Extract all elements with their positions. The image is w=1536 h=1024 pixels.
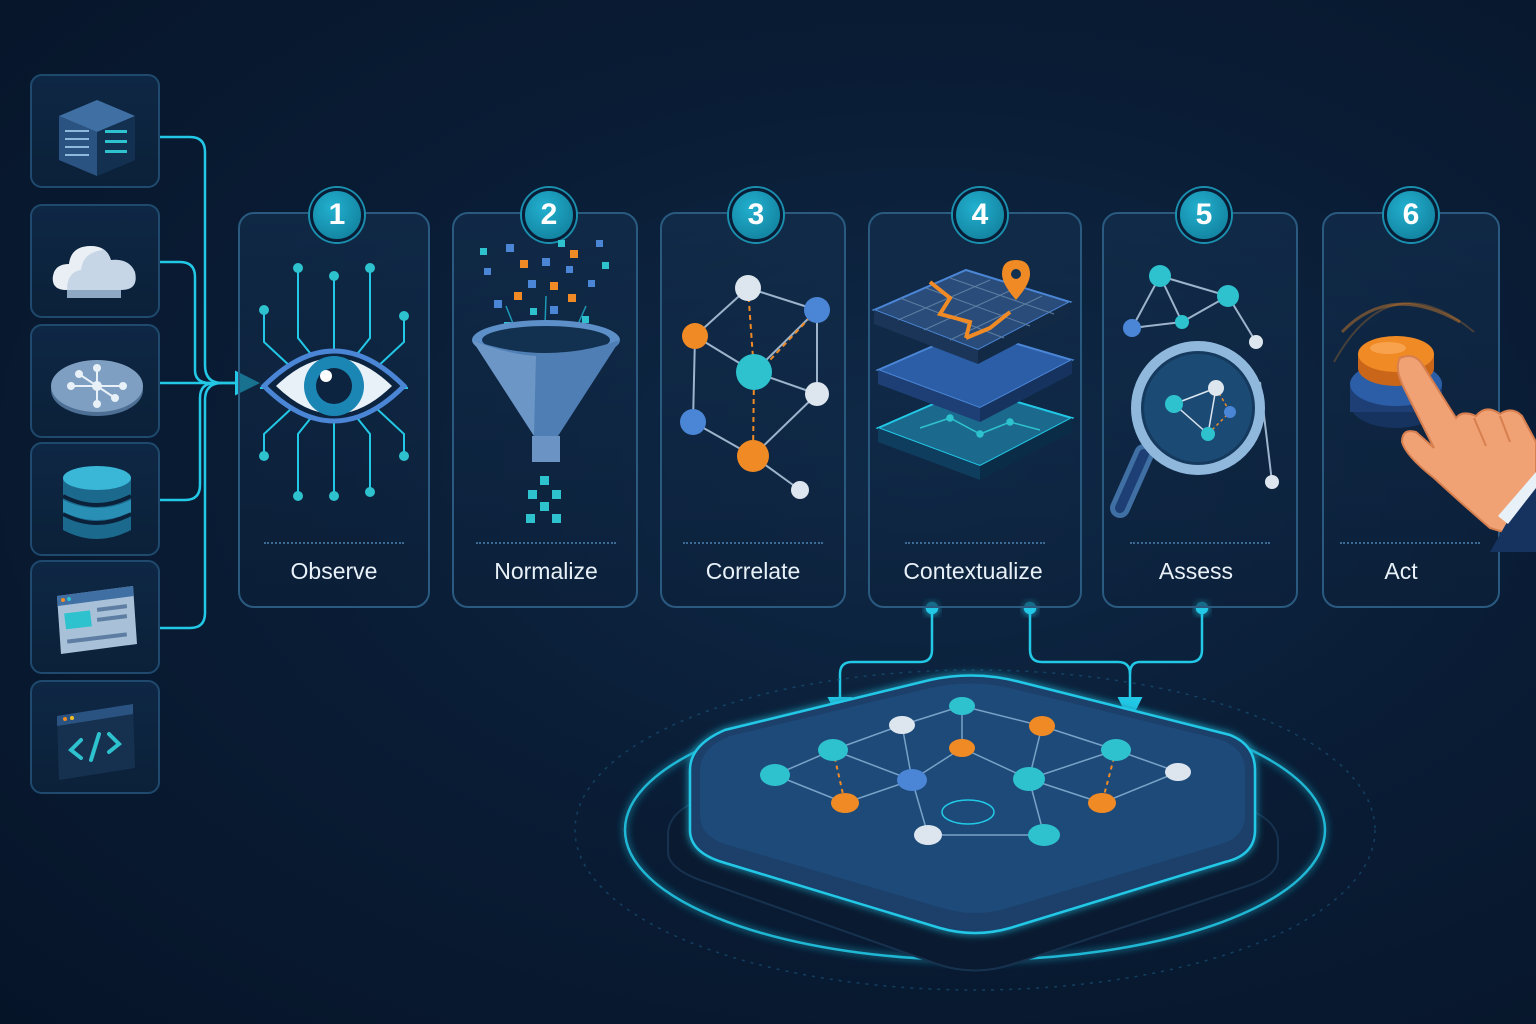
divider: [683, 542, 823, 544]
step-label-correlate: Correlate: [705, 558, 801, 584]
step-label-assess: Assess: [1158, 558, 1234, 584]
divider: [905, 542, 1045, 544]
layered-map-icon: [871, 260, 1075, 480]
source-card-network[interactable]: [30, 324, 160, 438]
divider: [264, 542, 404, 544]
database-icon: [62, 466, 132, 539]
cloud-icon: [52, 246, 136, 298]
funnel-icon: [472, 240, 620, 523]
eye-icon: [259, 263, 409, 501]
step-label-observe: Observe: [290, 558, 378, 584]
step-number-badge: 4: [953, 188, 1007, 242]
source-card-application[interactable]: [30, 560, 160, 674]
step-number-badge: 6: [1384, 188, 1438, 242]
step-number-badge: 2: [522, 188, 576, 242]
source-card-server[interactable]: [30, 74, 160, 188]
source-card-database[interactable]: [30, 442, 160, 556]
divider: [1340, 542, 1480, 544]
source-card-code[interactable]: [30, 680, 160, 794]
hand-press-button-icon: [1333, 302, 1536, 552]
knowledge-graph-platform: [574, 669, 1376, 991]
magnifier-graph-icon: [1110, 265, 1279, 518]
step-label-contextualize: Contextualize: [903, 558, 1043, 584]
source-connectors: [160, 135, 260, 630]
server-icon: [59, 100, 135, 176]
hub-nodes: [760, 697, 1191, 846]
source-card-cloud[interactable]: [30, 204, 160, 318]
network-hub-icon: [51, 360, 143, 416]
step-number-badge: 3: [729, 188, 783, 242]
step-number-badge: 1: [310, 188, 364, 242]
code-editor-icon: [57, 704, 135, 780]
step-label-act: Act: [1384, 558, 1418, 584]
divider: [1130, 542, 1270, 544]
node-graph-icon: [680, 275, 830, 499]
divider: [476, 542, 616, 544]
step-number-badge: 5: [1177, 188, 1231, 242]
application-window-icon: [57, 586, 137, 654]
step-label-normalize: Normalize: [494, 558, 598, 584]
